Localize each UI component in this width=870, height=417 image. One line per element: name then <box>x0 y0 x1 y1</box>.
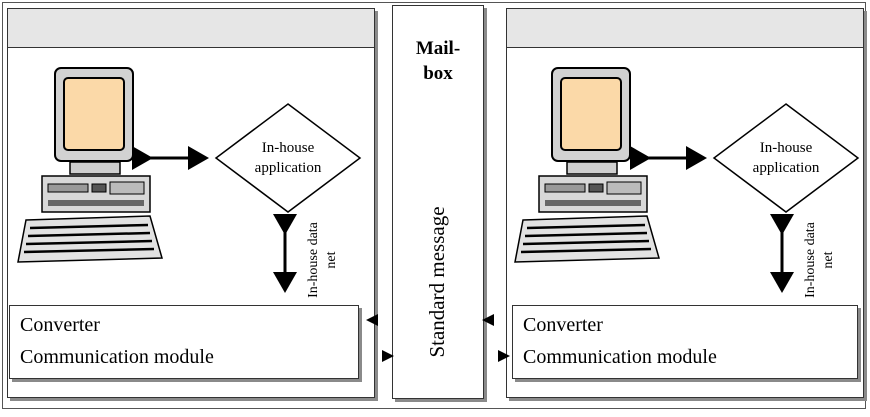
left-outbound-arrowhead <box>382 350 394 362</box>
right-net-line2: net <box>821 251 836 269</box>
right-data-net-label: In-house data net <box>802 215 842 305</box>
left-net-line2: net <box>324 251 339 269</box>
right-converter-label: Converter <box>523 314 603 336</box>
diagram-frame <box>2 2 866 409</box>
left-application-diamond <box>214 103 362 213</box>
right-application-line1: In-house <box>759 140 813 156</box>
right-communication-module-label: Communication module <box>523 346 717 368</box>
left-net-line1: In-house data <box>306 222 321 298</box>
left-computer-icon <box>17 67 163 263</box>
mailbox-label: Mail- box <box>393 36 483 86</box>
left-communication-module-label: Communication module <box>20 346 214 368</box>
left-converter-label: Converter <box>20 314 100 336</box>
right-computer-icon <box>514 67 660 263</box>
left-application-line1: In-house <box>261 140 315 156</box>
left-converter-box: Converter Communication module <box>9 305 359 379</box>
right-outbound-arrowhead <box>498 350 510 362</box>
right-panel-header <box>507 9 863 48</box>
right-converter-box: Converter Communication module <box>512 305 858 379</box>
right-application-line2: application <box>752 160 820 176</box>
left-application-label: In-house application <box>238 138 338 178</box>
right-application-diamond <box>712 103 860 213</box>
mailbox-label-line2: box <box>423 63 453 84</box>
right-application-label: In-house application <box>736 138 836 178</box>
right-net-line1: In-house data <box>803 222 818 298</box>
right-inbound-arrowhead <box>482 314 494 326</box>
mailbox-column: Mail- box <box>392 5 484 399</box>
left-application-line2: application <box>254 160 322 176</box>
left-inbound-arrowhead <box>366 314 378 326</box>
left-data-net-label: In-house data net <box>305 215 345 305</box>
mailbox-label-line1: Mail- <box>415 38 461 59</box>
left-panel-header <box>8 9 374 48</box>
